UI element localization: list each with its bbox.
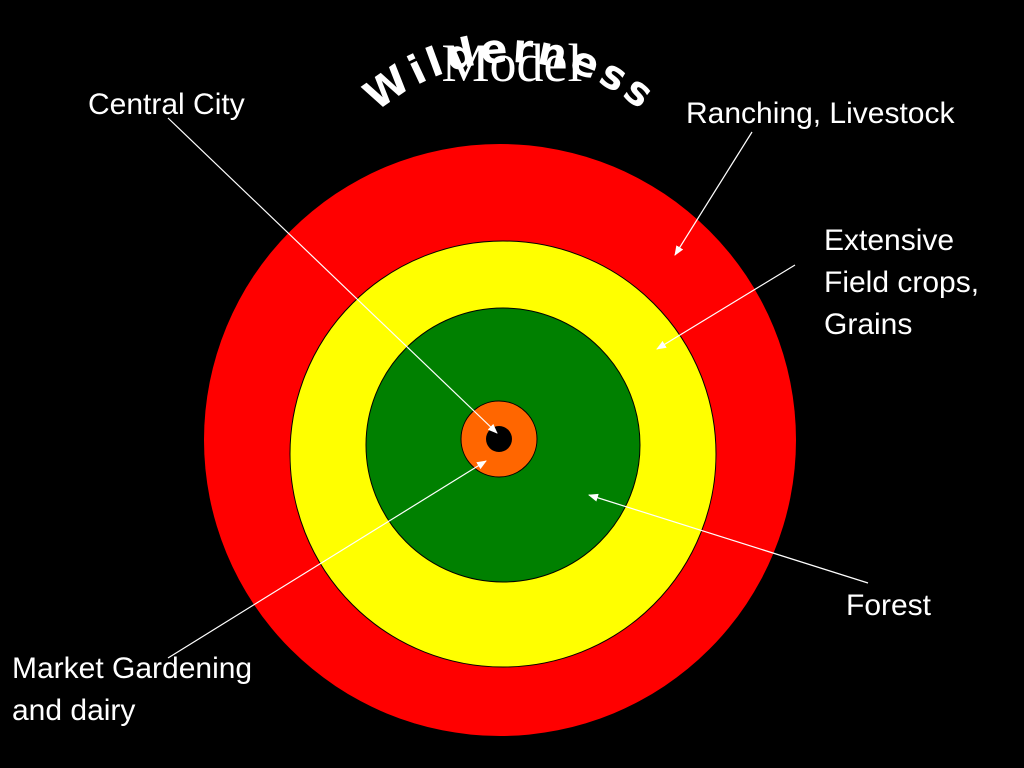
label-market-gardening: Market Gardening and dairy — [12, 648, 252, 732]
slide-title: Model — [441, 33, 583, 93]
label-forest-text: Forest — [846, 589, 932, 622]
label-central-city-text: Central City — [88, 88, 245, 121]
label-extensive-line: Field crops, — [824, 266, 980, 299]
label-central-city: Central City — [88, 84, 245, 126]
label-extensive-line: Grains — [824, 308, 913, 341]
arrow-central-city — [167, 117, 498, 434]
label-ranching-text: Ranching, Livestock — [686, 97, 955, 130]
label-extensive-line: Extensive — [824, 224, 955, 257]
wilderness-label: Wilderness — [356, 26, 665, 121]
label-forest: Forest — [846, 585, 931, 627]
label-ranching: Ranching, Livestock — [686, 93, 954, 135]
arrow-ranching — [674, 131, 753, 256]
arrow-forest — [588, 493, 869, 584]
label-market-line: and dairy — [12, 694, 136, 727]
arrow-market-gardening — [167, 460, 487, 659]
central-city-dot — [486, 426, 512, 452]
label-extensive-field-crops: Extensive Field crops, Grains — [824, 220, 979, 346]
arrow-extensive — [656, 264, 796, 350]
label-market-line: Market Gardening — [12, 652, 253, 685]
